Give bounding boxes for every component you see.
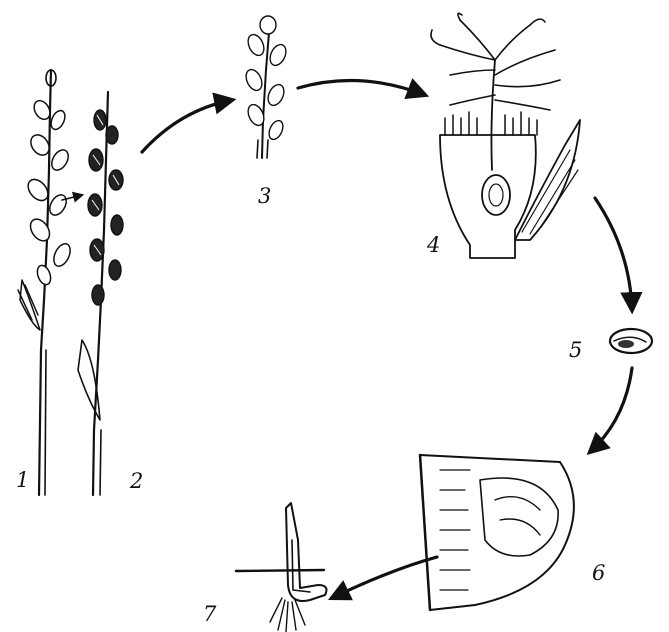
ear-fragment-illustration xyxy=(243,16,289,158)
arrow-5-to-6 xyxy=(590,368,632,452)
stage-label-1: 1 xyxy=(16,468,29,492)
stage-label-3: 3 xyxy=(258,184,271,208)
flower-section-illustration xyxy=(431,13,580,258)
arrow-2-to-3 xyxy=(142,100,232,152)
stage-label-6: 6 xyxy=(592,561,605,585)
stage-label-2: 2 xyxy=(129,469,143,493)
healthy-ear-illustration xyxy=(18,70,73,495)
stage-label-5: 5 xyxy=(569,338,582,362)
seed-section-illustration xyxy=(420,455,574,610)
seed-illustration xyxy=(610,329,652,353)
stage-label-7: 7 xyxy=(203,602,217,626)
arrow-4-to-5 xyxy=(595,198,632,310)
arrow-3-to-4 xyxy=(298,80,425,95)
stage-label-4: 4 xyxy=(426,233,440,257)
seedling-illustration xyxy=(236,503,326,632)
arrow-6-to-7 xyxy=(332,557,437,598)
infected-ear-illustration xyxy=(62,92,123,495)
